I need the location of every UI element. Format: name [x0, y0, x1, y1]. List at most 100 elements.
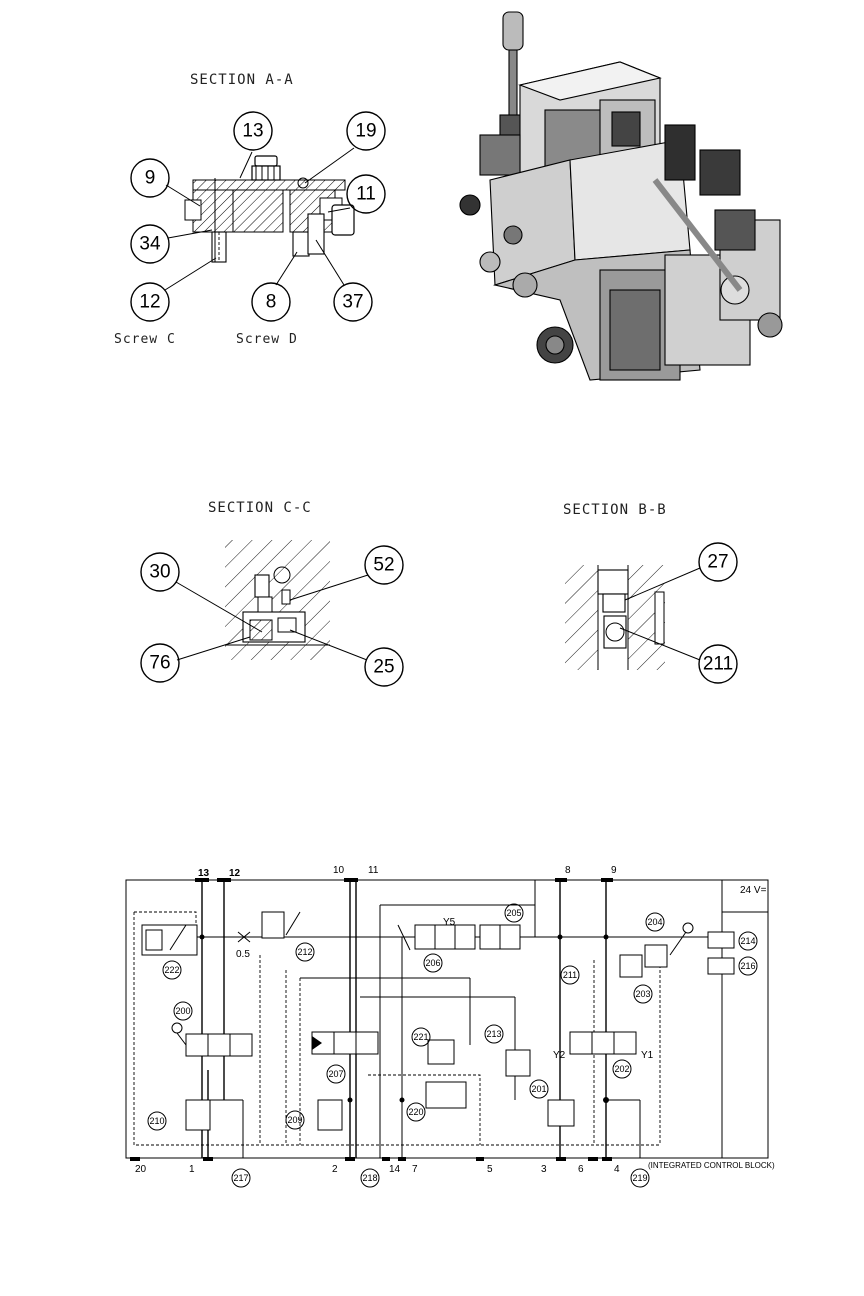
svg-text:10: 10 — [333, 865, 345, 876]
callout-200: 200 — [173, 1001, 193, 1021]
callout-52: 52 — [364, 545, 404, 585]
svg-text:212: 212 — [297, 947, 312, 957]
svg-text:25: 25 — [373, 657, 394, 678]
svg-text:222: 222 — [164, 965, 179, 975]
svg-text:4: 4 — [614, 1164, 620, 1175]
callout-25: 25 — [364, 647, 404, 687]
svg-text:2: 2 — [332, 1164, 338, 1175]
section-c-body — [225, 540, 330, 660]
svg-text:221: 221 — [413, 1032, 428, 1042]
svg-text:76: 76 — [149, 653, 170, 674]
callout-216: 216 — [738, 956, 758, 976]
callout-8: 8 — [251, 282, 291, 322]
voltage-label: 24 V= — [740, 885, 767, 896]
svg-text:52: 52 — [373, 555, 394, 576]
svg-text:3: 3 — [541, 1164, 547, 1175]
section-b-b: SECTION B-B 27 211 — [563, 502, 738, 684]
component-callouts: 222 212 206 205 204 214 216 211 203 200 … — [147, 903, 758, 1188]
callout-218: 218 — [360, 1168, 380, 1188]
section-a-a: SECTION A-A — [114, 72, 386, 347]
callout-205: 205 — [504, 903, 524, 923]
bottom-ports: 20 1 2 14 7 5 3 6 4 (INTEGRATED CONTROL … — [130, 1157, 775, 1175]
section-a-body — [184, 155, 355, 263]
section-b-title: SECTION B-B — [563, 502, 667, 518]
svg-text:11: 11 — [368, 865, 379, 876]
svg-text:7: 7 — [412, 1164, 418, 1175]
callout-203: 203 — [633, 984, 653, 1004]
svg-text:9: 9 — [145, 168, 156, 189]
svg-text:202: 202 — [614, 1064, 629, 1074]
svg-text:12: 12 — [229, 868, 241, 879]
callout-34: 34 — [130, 224, 170, 264]
callout-210: 210 — [147, 1111, 167, 1131]
screw-c-label: Screw C — [114, 332, 176, 347]
svg-text:209: 209 — [287, 1115, 302, 1125]
svg-text:216: 216 — [740, 961, 755, 971]
callout-30: 30 — [140, 552, 180, 592]
svg-text:211: 211 — [703, 654, 733, 675]
svg-text:19: 19 — [355, 121, 376, 142]
svg-text:8: 8 — [565, 865, 571, 876]
orifice-label: 0.5 — [236, 949, 250, 960]
svg-text:217: 217 — [233, 1173, 248, 1183]
schematic-lines — [133, 880, 720, 1158]
section-c-leaders — [175, 574, 369, 661]
solenoid-y5: Y5 — [443, 917, 456, 928]
callout-76: 76 — [140, 643, 180, 683]
callout-27: 27 — [698, 542, 738, 582]
callout-209: 209 — [285, 1110, 305, 1130]
svg-text:211: 211 — [563, 970, 577, 980]
callout-13: 13 — [233, 111, 273, 151]
solenoid-y2: Y2 — [553, 1050, 566, 1061]
callout-9: 9 — [130, 158, 170, 198]
section-c-c: SECTION C-C 30 52 76 25 — [140, 500, 404, 687]
svg-text:200: 200 — [175, 1006, 190, 1016]
callout-207: 207 — [326, 1064, 346, 1084]
callout-211-schematic: 211 — [560, 965, 580, 985]
svg-text:13: 13 — [242, 121, 263, 142]
top-ports: 13 12 10 11 8 9 — [195, 865, 617, 882]
callout-212: 212 — [295, 942, 315, 962]
svg-text:9: 9 — [611, 865, 617, 876]
callout-202: 202 — [612, 1059, 632, 1079]
svg-text:30: 30 — [149, 562, 170, 583]
svg-text:214: 214 — [740, 936, 755, 946]
callout-201: 201 — [529, 1079, 549, 1099]
svg-text:34: 34 — [139, 234, 161, 255]
svg-text:20: 20 — [135, 1164, 147, 1175]
svg-text:12: 12 — [139, 292, 160, 313]
svg-text:11: 11 — [356, 184, 376, 205]
callout-219: 219 — [630, 1168, 650, 1188]
callout-37: 37 — [333, 282, 373, 322]
svg-text:219: 219 — [632, 1173, 647, 1183]
svg-text:220: 220 — [408, 1107, 423, 1117]
valve-block-illustration — [459, 11, 783, 381]
section-a-leaders — [164, 147, 355, 291]
section-c-title: SECTION C-C — [208, 500, 312, 516]
svg-text:206: 206 — [425, 958, 440, 968]
section-b-leaders — [619, 567, 701, 661]
svg-text:37: 37 — [342, 292, 363, 313]
component-symbols: 0.5 Y5 Y2 Y1 — [141, 911, 735, 1131]
section-a-title: SECTION A-A — [190, 72, 294, 88]
block-label: (INTEGRATED CONTROL BLOCK) — [648, 1161, 775, 1170]
callout-220: 220 — [406, 1102, 426, 1122]
svg-text:210: 210 — [149, 1116, 164, 1126]
svg-text:6: 6 — [578, 1164, 584, 1175]
svg-text:207: 207 — [328, 1069, 343, 1079]
solenoid-y1: Y1 — [641, 1050, 654, 1061]
callout-12: 12 — [130, 282, 170, 322]
callout-19: 19 — [346, 111, 386, 151]
svg-text:205: 205 — [506, 908, 521, 918]
hydraulic-schematic: 24 V= 13 12 10 11 8 9 20 1 — [125, 865, 775, 1188]
callout-204: 204 — [645, 912, 665, 932]
svg-text:5: 5 — [487, 1164, 493, 1175]
svg-text:8: 8 — [266, 292, 277, 313]
svg-text:1: 1 — [189, 1164, 195, 1175]
svg-text:13: 13 — [198, 868, 210, 879]
svg-text:213: 213 — [486, 1029, 501, 1039]
section-b-body — [565, 565, 665, 670]
svg-text:203: 203 — [635, 989, 650, 999]
svg-text:14: 14 — [389, 1164, 401, 1175]
